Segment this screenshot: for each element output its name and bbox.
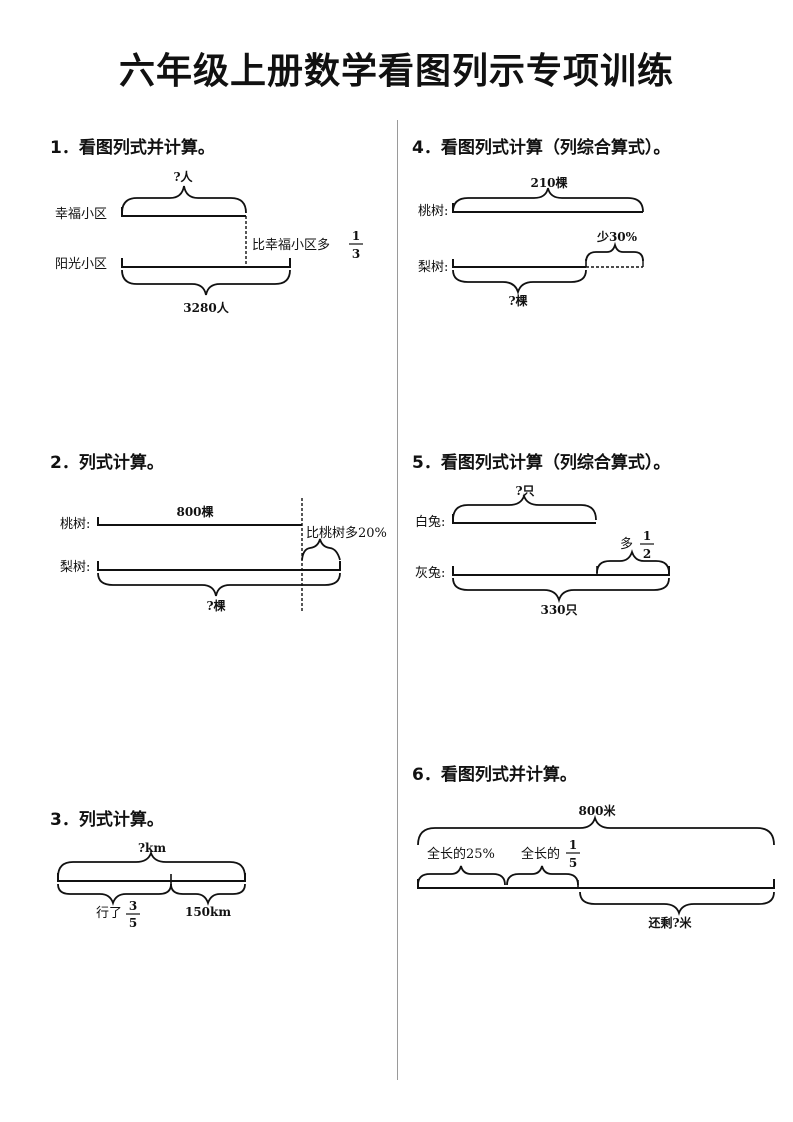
q6-part2-brace xyxy=(506,865,579,886)
q4-top-brace xyxy=(452,187,644,213)
q3-part2-label: 150km xyxy=(185,905,231,919)
q3-left-brace xyxy=(57,883,172,906)
q1-compare-label: 比幸福小区多 xyxy=(252,237,330,253)
question-4-heading: 4．看图列式计算（列综合算式）。 xyxy=(412,138,671,158)
q5-total-label: 330只 xyxy=(540,603,577,617)
q4-bottom-line xyxy=(452,259,586,268)
q5-frac-num: 1 xyxy=(643,529,651,543)
q5-row1-label: 白兔: xyxy=(415,514,445,530)
q1-top-brace xyxy=(121,185,247,214)
q2-compare-label: 比桃树多20% xyxy=(306,525,387,541)
q2-unknown-label: ?棵 xyxy=(206,598,225,613)
q6-line xyxy=(417,879,775,889)
q3-frac-num: 3 xyxy=(129,899,137,913)
q2-top-value: 800棵 xyxy=(176,504,213,519)
q5-top-brace xyxy=(452,493,597,521)
q3-line xyxy=(57,873,246,882)
q4-top-value: 210棵 xyxy=(530,175,567,190)
q5-frac-den: 2 xyxy=(643,547,651,561)
question-2-diagram: 桃树: 梨树: 800棵 比桃树多20% ?棵 xyxy=(60,498,387,613)
q3-frac-den: 5 xyxy=(129,916,137,930)
question-5-diagram: ?只 白兔: 多 1 2 灰兔: 330只 xyxy=(415,484,670,617)
q1-row2-label: 阳光小区 xyxy=(55,257,107,272)
q4-less-brace xyxy=(585,241,644,262)
q4-row2-label: 梨树: xyxy=(418,260,448,275)
q1-frac-den: 3 xyxy=(352,247,360,261)
q5-unknown-label: ?只 xyxy=(515,484,534,498)
q5-row2-label: 灰兔: xyxy=(415,566,445,581)
q6-remain-label: 还剩?米 xyxy=(647,915,692,930)
q2-top-line xyxy=(97,517,302,526)
q2-row1-label: 桃树: xyxy=(60,517,90,532)
question-5-heading: 5．看图列式计算（列综合算式）。 xyxy=(412,453,671,473)
q3-part1-label: 行了 xyxy=(96,906,122,921)
page-title: 六年级上册数学看图列示专项训练 xyxy=(118,51,674,92)
question-6-heading: 6．看图列式并计算。 xyxy=(412,765,577,785)
q5-more-label: 多 xyxy=(620,536,633,552)
q2-extension-brace xyxy=(301,538,341,561)
q1-total-label: 3280人 xyxy=(183,300,229,315)
q6-part2-label: 全长的 xyxy=(521,846,560,862)
q1-bottom-line xyxy=(121,258,291,268)
q3-top-brace xyxy=(57,850,246,878)
q5-top-line xyxy=(452,514,596,524)
column-divider xyxy=(397,120,398,1080)
q4-top-line xyxy=(452,203,643,213)
question-6-diagram: 800米 全长的25% 全长的 1 5 还剩?米 xyxy=(417,803,775,930)
q6-total-label: 800米 xyxy=(578,803,616,818)
question-1-heading: 1．看图列式并计算。 xyxy=(50,138,215,158)
q4-unknown-label: ?棵 xyxy=(508,293,527,308)
q4-less-label: 少30% xyxy=(596,229,638,244)
q6-part1-brace xyxy=(417,865,506,886)
question-3-diagram: ?km 行了 3 5 150km xyxy=(57,841,246,930)
q5-more-brace xyxy=(596,549,670,574)
q4-bottom-brace xyxy=(452,269,587,296)
q2-bottom-brace xyxy=(97,572,341,597)
q4-row1-label: 桃树: xyxy=(418,204,448,219)
question-4-diagram: 210棵 桃树: 少30% 梨树: ?棵 xyxy=(418,175,644,308)
q2-row2-label: 梨树: xyxy=(60,560,90,575)
q3-unknown-label: ?km xyxy=(138,841,166,855)
q5-bottom-brace xyxy=(452,577,670,604)
question-2-heading: 2．列式计算。 xyxy=(50,453,164,473)
q1-frac-num: 1 xyxy=(352,229,360,243)
q1-row1-label: 幸福小区 xyxy=(55,207,107,222)
q5-bottom-line xyxy=(452,566,670,576)
question-1-diagram: 幸福小区 阳光小区 ?人 比幸福小区多 1 3 3280人 xyxy=(55,169,363,315)
question-3-heading: 3．列式计算。 xyxy=(50,810,164,830)
q6-remain-brace xyxy=(579,891,775,916)
q6-part1-label: 全长的25% xyxy=(427,846,495,862)
q6-frac-den: 5 xyxy=(569,856,577,870)
q1-top-line xyxy=(121,207,246,217)
q1-unknown-label: ?人 xyxy=(173,169,193,184)
q1-bottom-brace xyxy=(121,269,291,296)
q6-top-brace xyxy=(417,814,775,846)
q6-frac-num: 1 xyxy=(569,838,577,852)
q2-bottom-line xyxy=(97,561,341,571)
q3-right-brace xyxy=(170,883,246,906)
